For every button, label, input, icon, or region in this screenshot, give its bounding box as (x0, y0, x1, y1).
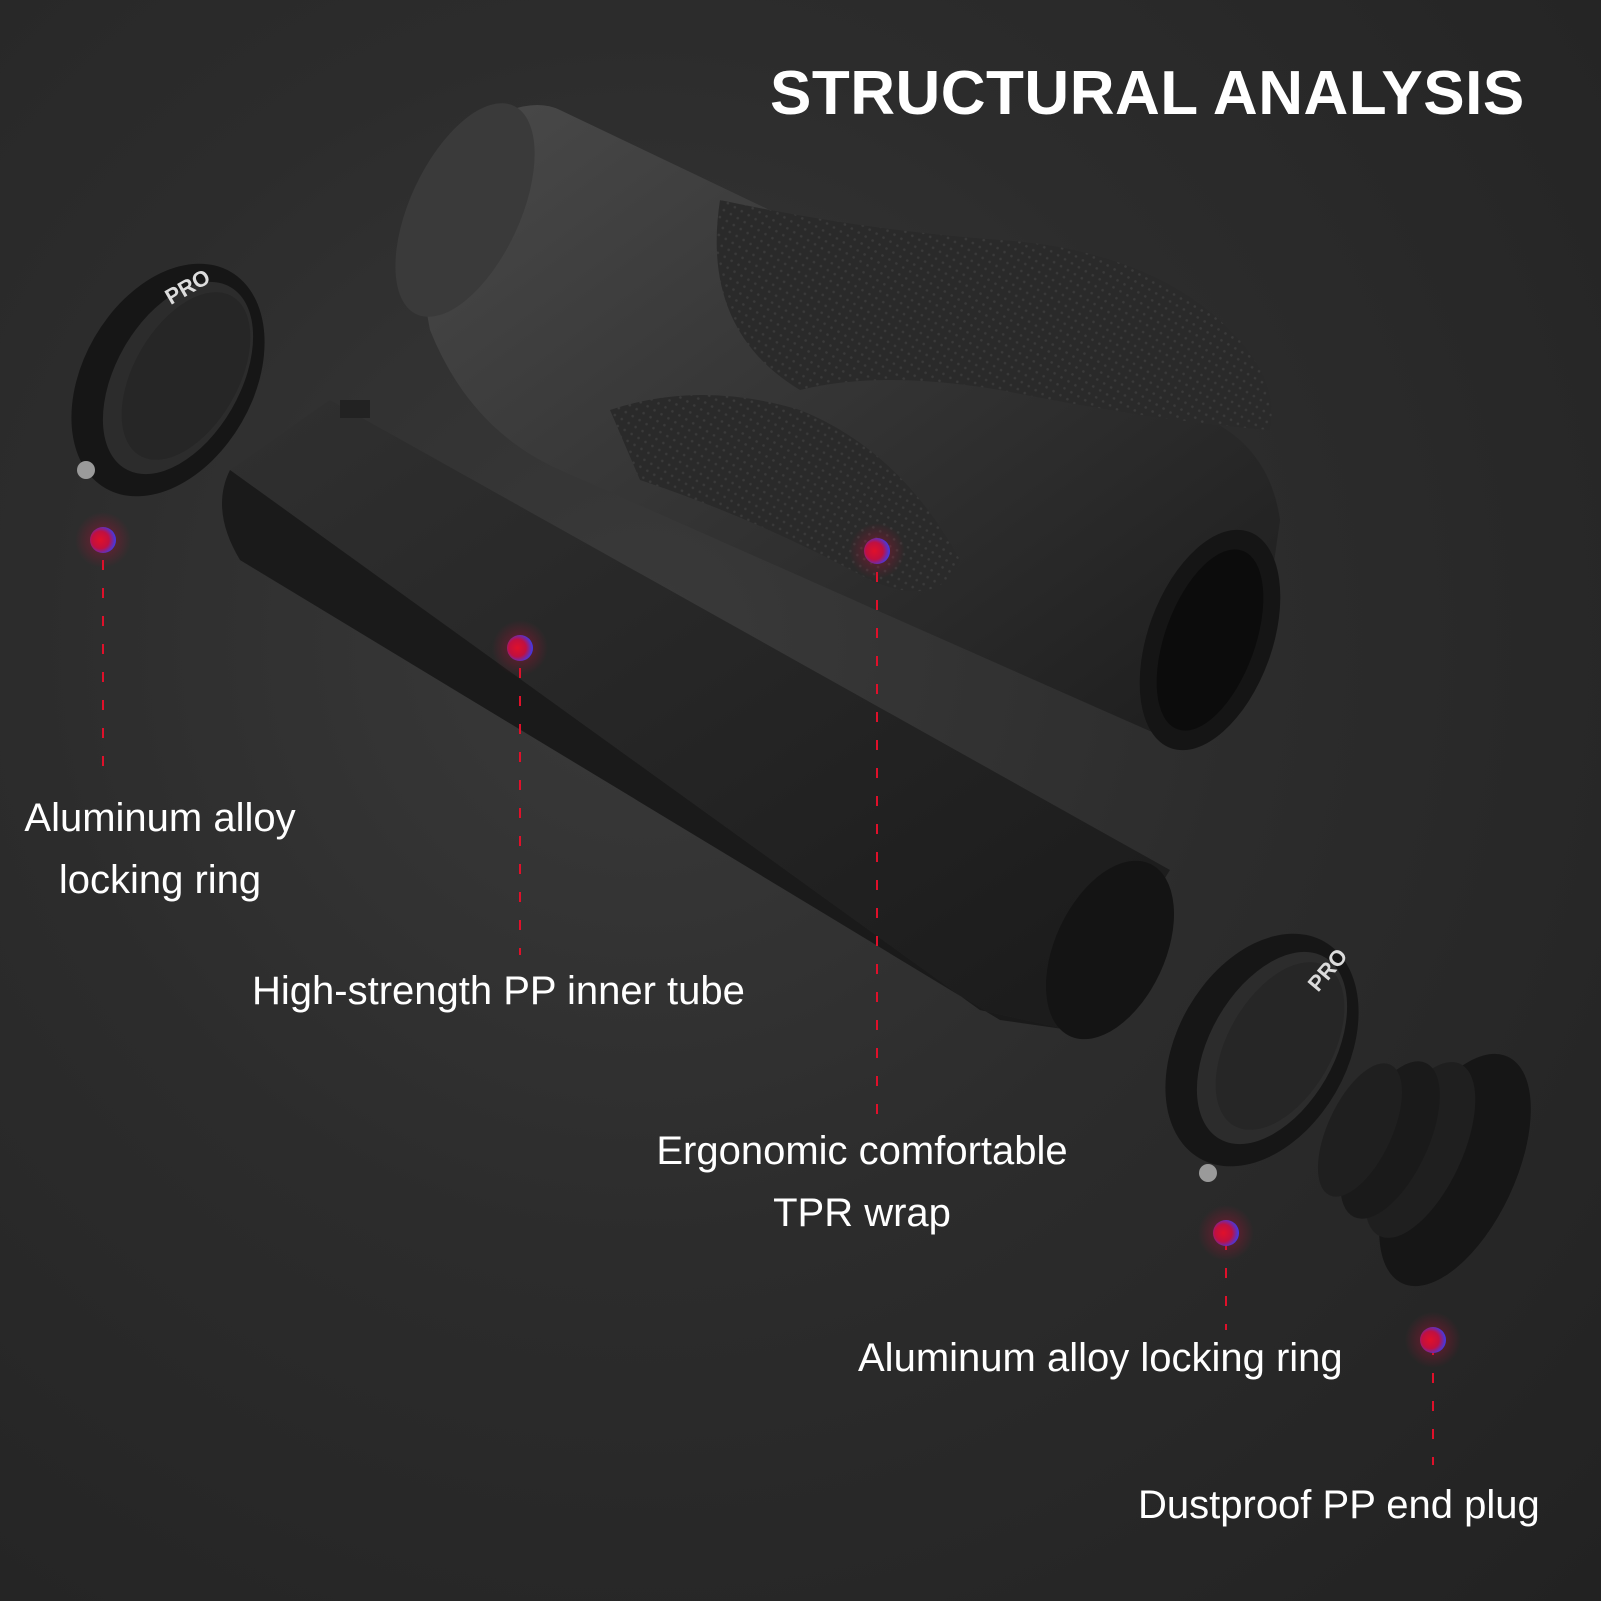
page-title: STRUCTURAL ANALYSIS (770, 59, 1525, 128)
marker-end-plug (1405, 1312, 1461, 1368)
marker-left-ring (75, 512, 131, 568)
callout-end-plug-line1: Dustproof PP end plug (1138, 1483, 1540, 1527)
marker-tpr-wrap (849, 523, 905, 579)
callout-end-plug: Dustproof PP end plug (1138, 1474, 1540, 1536)
leader-lines (102, 560, 1434, 1465)
left-locking-ring (71, 263, 265, 497)
callout-tpr-wrap-line1: Ergonomic comfortable (656, 1129, 1068, 1173)
marker-inner-tube (492, 620, 548, 676)
callout-left-ring-line2: locking ring (58, 858, 262, 902)
right-locking-ring (1165, 933, 1359, 1182)
ergonomic-grip (395, 103, 1281, 751)
callout-left-ring-line1: Aluminum alloy (24, 796, 296, 840)
callout-inner-tube: High-strength PP inner tube (252, 960, 745, 1022)
marker-right-ring (1198, 1205, 1254, 1261)
callout-right-ring-line1: Aluminum alloy locking ring (858, 1336, 1343, 1380)
callout-inner-tube-line1: High-strength PP inner tube (252, 969, 745, 1013)
callout-left-ring: Aluminum alloy locking ring (10, 787, 310, 911)
end-plug (1317, 1053, 1531, 1287)
callout-tpr-wrap: Ergonomic comfortable TPR wrap (632, 1120, 1092, 1244)
callout-tpr-wrap-line2: TPR wrap (773, 1191, 951, 1235)
inner-tube (222, 400, 1175, 1040)
callout-right-ring: Aluminum alloy locking ring (858, 1327, 1343, 1389)
